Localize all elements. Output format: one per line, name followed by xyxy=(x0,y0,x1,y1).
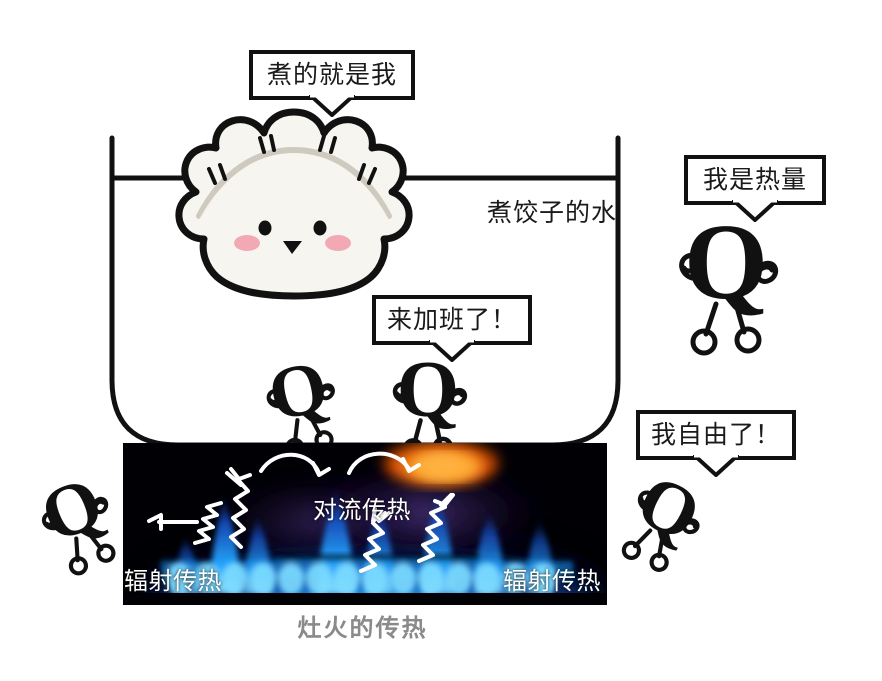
speech-bubble-heat-text: 我是热量 xyxy=(702,165,807,194)
speech-bubble-free-text: 我自由了！ xyxy=(650,420,781,449)
speech-bubble-tail xyxy=(309,95,355,117)
convection-label: 对流传热 xyxy=(313,497,411,524)
speech-bubble-tail xyxy=(429,340,475,362)
radiation-label-right: 辐射传热 xyxy=(503,568,601,595)
speech-bubble-dumpling-text: 煮的就是我 xyxy=(266,60,397,89)
q-character-heat: Q xyxy=(666,203,786,356)
speech-bubble-overtime-text: 来加班了！ xyxy=(386,305,517,334)
speech-bubble-free: 我自由了！ xyxy=(636,410,796,477)
speech-bubble-heat: 我是热量 xyxy=(684,155,826,222)
speech-bubble-dumpling: 煮的就是我 xyxy=(249,50,415,117)
q-character-water-right: Q xyxy=(382,346,474,459)
dumpling-character xyxy=(175,108,413,300)
speech-bubble-overtime: 来加班了！ xyxy=(372,295,532,362)
water-label: 煮饺子的水 xyxy=(487,199,618,227)
q-character-water-left: Q xyxy=(249,345,353,460)
speech-bubble-tail xyxy=(693,455,739,477)
q-character-escape-left: Q xyxy=(19,461,135,582)
radiation-label-left: 辐射传热 xyxy=(124,568,222,595)
speech-bubble-tail xyxy=(732,200,778,222)
gas-stove-photo xyxy=(123,443,607,605)
figure-caption: 灶火的传热 xyxy=(297,615,428,642)
